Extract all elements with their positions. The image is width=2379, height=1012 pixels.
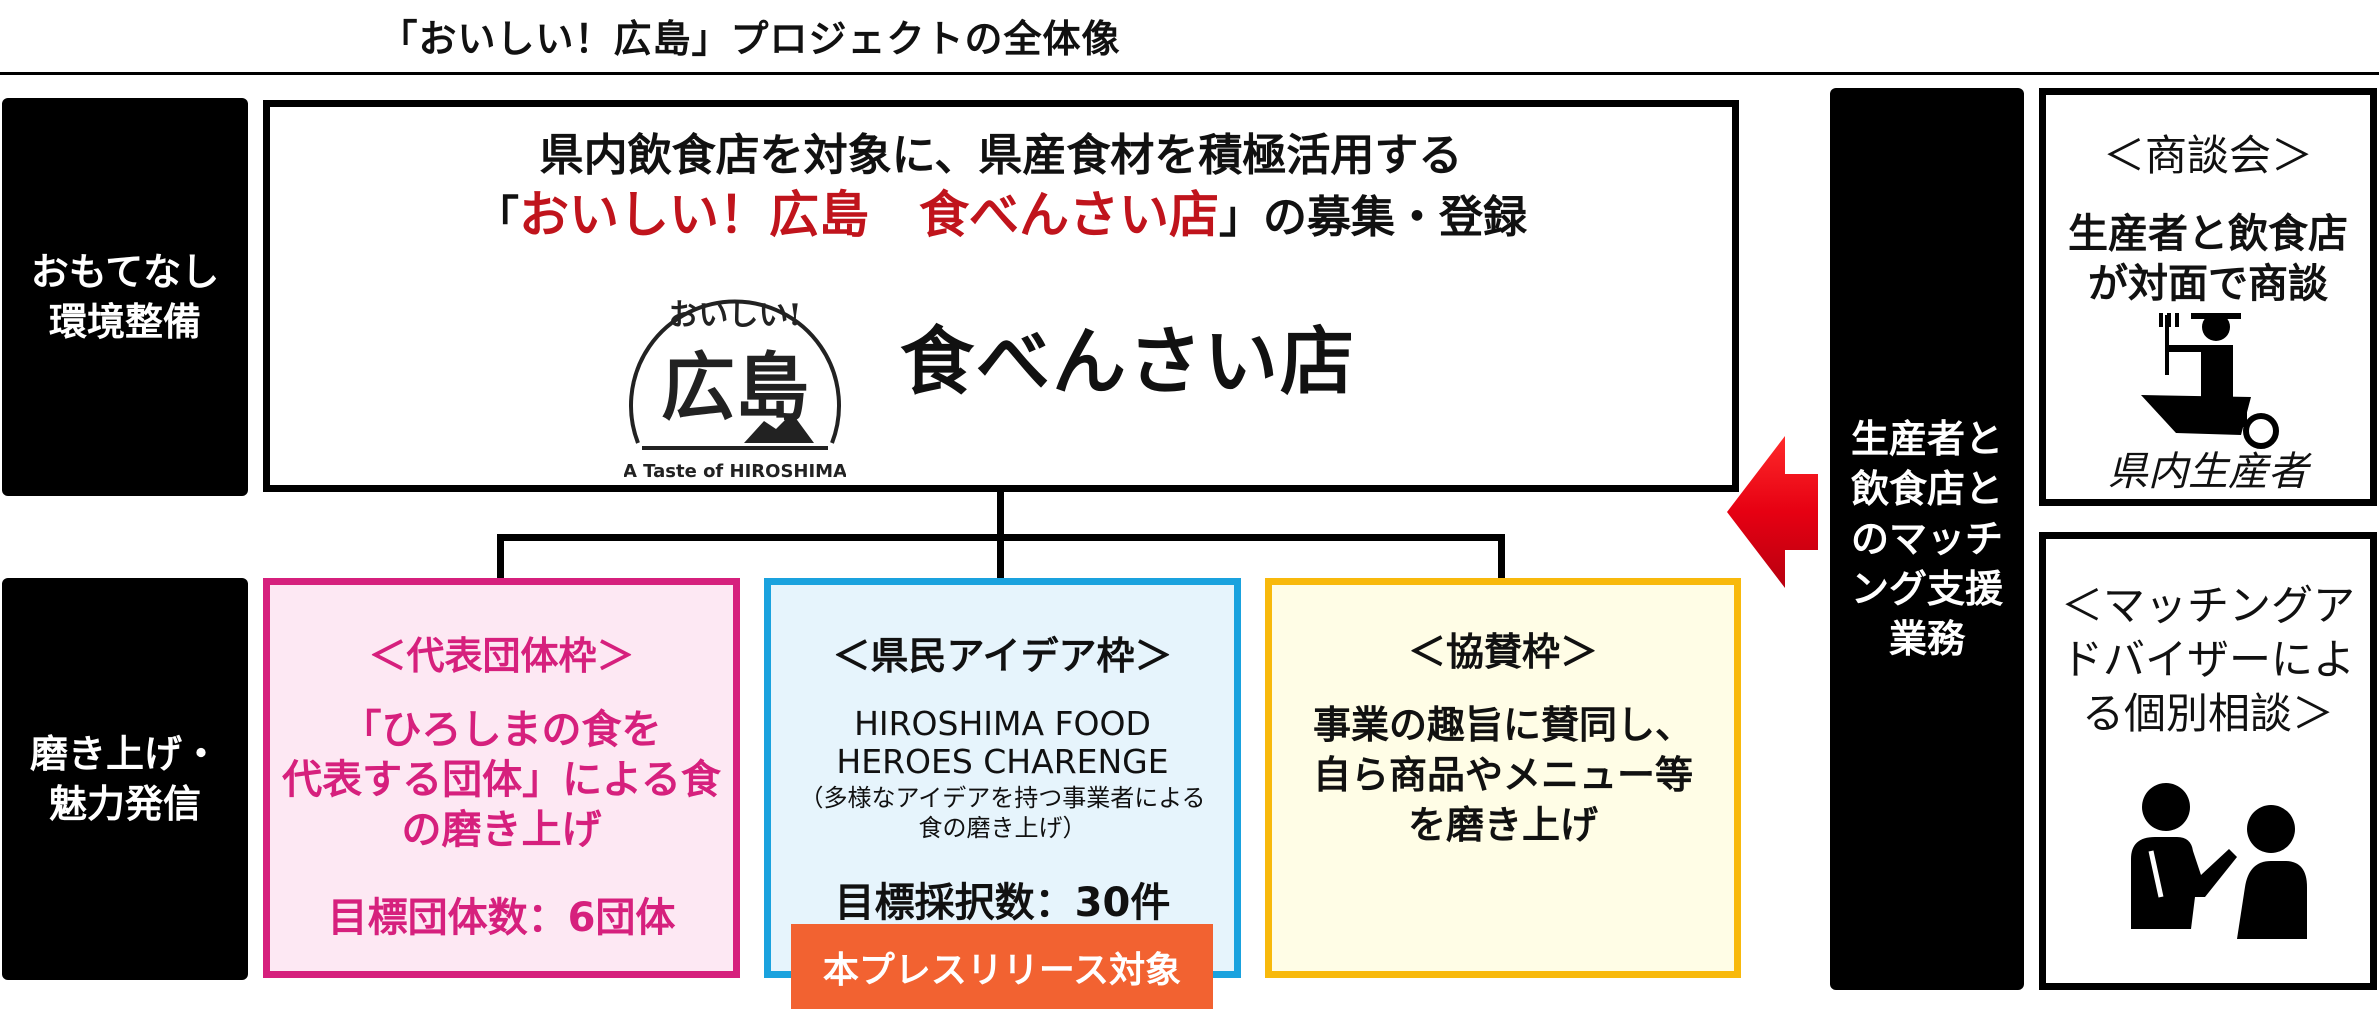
main-recruitment-box: 県内飲食店を対象に、県産食材を積極活用する 「おいしい！広島 食べんさい店」の募…	[263, 100, 1739, 492]
card-citizen-english: HIROSHIMA FOOD HEROES CHARENGE	[836, 704, 1169, 781]
card-citizen-subtext: （多様なアイデアを持つ事業者による 食の磨き上げ）	[799, 784, 1206, 842]
main-headline: 県内飲食店を対象に、県産食材を積極活用する	[539, 130, 1463, 181]
logo-main-text: 広島	[661, 345, 809, 431]
logo-caption: A Taste of HIROSHIMA	[624, 461, 846, 482]
connector-bar	[497, 534, 1505, 541]
press-release-tag: 本プレスリリース対象	[791, 924, 1213, 1009]
connector-right	[1498, 534, 1505, 578]
quote-open: 「	[475, 192, 519, 243]
connector-left	[497, 534, 504, 578]
card-sponsor: ＜協賛枠＞ 事業の趣旨に賛同し、 自ら商品やメニュー等 を磨き上げ	[1265, 578, 1741, 978]
card-sponsor-title: ＜協賛枠＞	[1407, 630, 1598, 674]
side-label-refinement: 磨き上げ・ 魅力発信	[2, 578, 248, 980]
farmer-icon	[2121, 305, 2301, 455]
card-representative-body: 「ひろしまの食を 代表する団体」による食 の磨き上げ	[282, 707, 721, 853]
card-citizen-title: ＜県民アイデア枠＞	[832, 634, 1173, 678]
box-matching-advisor: ＜マッチングア ドバイザーによ る個別相談＞	[2039, 532, 2377, 990]
left-arrow-icon	[1725, 432, 1820, 592]
box-business-meeting: ＜商談会＞ 生産者と飲食店 が対面で商談 県内生産者	[2039, 88, 2377, 506]
page-title: 「おいしい！広島」プロジェクトの全体像	[379, 17, 1121, 61]
logo-top-text: おいしい!	[668, 298, 801, 333]
card-representative-title: ＜代表団体枠＞	[368, 634, 635, 678]
main-subheadline: 「おいしい！広島 食べんさい店」の募集・登録	[270, 175, 1732, 247]
advisor-title: ＜マッチングア ドバイザーによ る個別相談＞	[2060, 581, 2355, 738]
program-name: おいしい！広島 食べんさい店	[519, 186, 1219, 244]
card-representative: ＜代表団体枠＞ 「ひろしまの食を 代表する団体」による食 の磨き上げ 目標団体数…	[263, 578, 740, 978]
shop-name: 食べんさい店	[900, 319, 1356, 405]
meeting-body: 生産者と飲食店 が対面で商談	[2068, 211, 2348, 307]
quote-close: 」の募集・登録	[1219, 192, 1527, 243]
meeting-title: ＜商談会＞	[2102, 131, 2313, 180]
title-divider	[0, 72, 2379, 75]
side-label-matching: 生産者と 飲食店と のマッチ ング支援 業務	[1830, 88, 2024, 990]
card-sponsor-body: 事業の趣旨に賛同し、 自ら商品やメニュー等 を磨き上げ	[1312, 703, 1693, 847]
card-representative-target: 目標団体数：6団体	[327, 895, 676, 941]
card-citizen-target: 目標採択数：30件	[834, 880, 1171, 926]
meeting-caption: 県内生産者	[2108, 449, 2308, 495]
consultation-icon	[2121, 779, 2321, 939]
oishii-hiroshima-logo: おいしい! 広島 A Taste of HIROSHIMA	[623, 253, 847, 483]
side-label-hospitality: おもてなし 環境整備	[2, 98, 248, 496]
card-citizen-idea: ＜県民アイデア枠＞ HIROSHIMA FOOD HEROES CHARENGE…	[764, 578, 1241, 978]
